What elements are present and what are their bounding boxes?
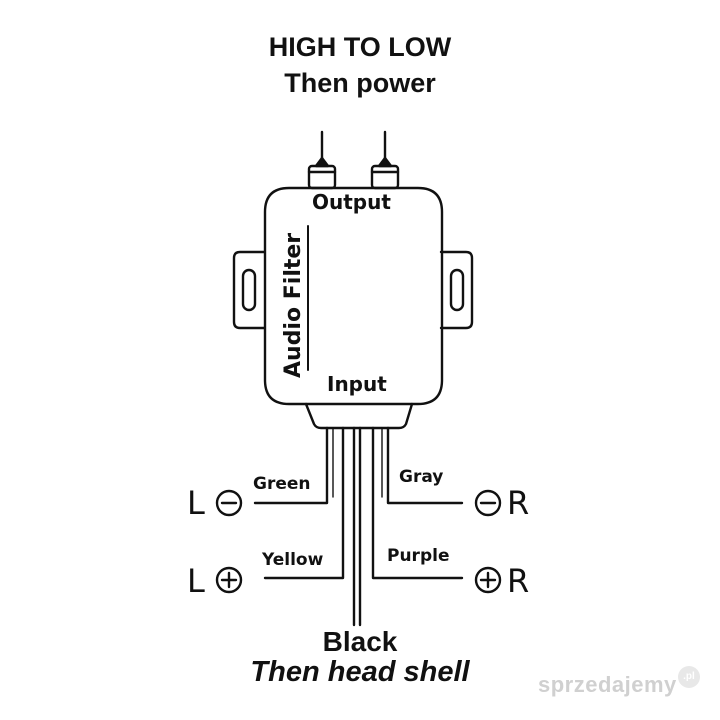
minus-circle-icon <box>215 489 243 517</box>
ground-wire-label: Black <box>322 626 398 657</box>
mounting-ear-right <box>439 250 474 330</box>
wire-label-purple: Purple <box>387 546 450 566</box>
watermark-text: sprzedajemy <box>538 672 677 697</box>
filter-box <box>263 186 444 406</box>
module-name: Audio Filter <box>281 232 306 378</box>
title-line-2: Then power <box>284 68 436 98</box>
right-channel-minus-label: R <box>507 484 530 522</box>
left-channel-plus-label: L <box>187 562 205 600</box>
wire-label-green: Green <box>253 474 311 494</box>
cable-boot <box>304 402 414 430</box>
output-label: Output <box>312 190 391 214</box>
right-channel-plus-label: R <box>507 562 530 600</box>
input-label: Input <box>327 372 387 396</box>
minus-circle-icon <box>474 489 502 517</box>
watermark-badge: .pl <box>678 666 700 688</box>
wire-gray <box>386 426 464 505</box>
wire-green <box>253 426 329 505</box>
wire-purple <box>371 426 464 580</box>
plus-circle-icon <box>215 566 243 594</box>
rca-connector-right <box>370 130 400 190</box>
ground-instruction: Then head shell <box>250 656 470 688</box>
left-channel-minus-label: L <box>187 484 205 522</box>
wire-label-gray: Gray <box>399 467 444 487</box>
plus-circle-icon <box>474 566 502 594</box>
wire-yellow <box>263 426 345 580</box>
mounting-ear-left <box>232 250 266 330</box>
rca-connector-left <box>307 130 337 190</box>
wire-label-yellow: Yellow <box>262 550 324 570</box>
title-line-1: HIGH TO LOW <box>268 32 452 62</box>
